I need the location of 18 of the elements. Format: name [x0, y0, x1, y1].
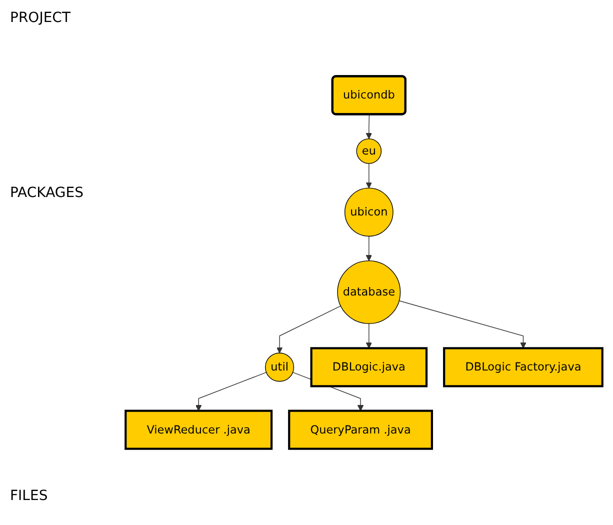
level-label: PACKAGES	[10, 185, 84, 201]
node-box: DBLogic Factory.java	[443, 347, 604, 388]
level-label: FILES	[10, 488, 48, 504]
node-circle: eu	[356, 138, 382, 164]
node-box: ViewReducer .java	[124, 410, 273, 450]
node-box: DBLogic.java	[310, 347, 428, 388]
arrow	[366, 163, 372, 188]
level-label: PROJECT	[10, 10, 70, 26]
arrow	[398, 300, 526, 348]
node-circle: util	[265, 352, 294, 382]
node-box: QueryParam .java	[288, 410, 434, 450]
arrow	[196, 372, 267, 412]
arrow	[366, 323, 372, 348]
arrow	[276, 306, 342, 354]
arrow	[366, 236, 372, 262]
arrow	[366, 114, 372, 140]
node-circle: database	[337, 260, 401, 324]
node-circle: ubicon	[344, 188, 394, 237]
